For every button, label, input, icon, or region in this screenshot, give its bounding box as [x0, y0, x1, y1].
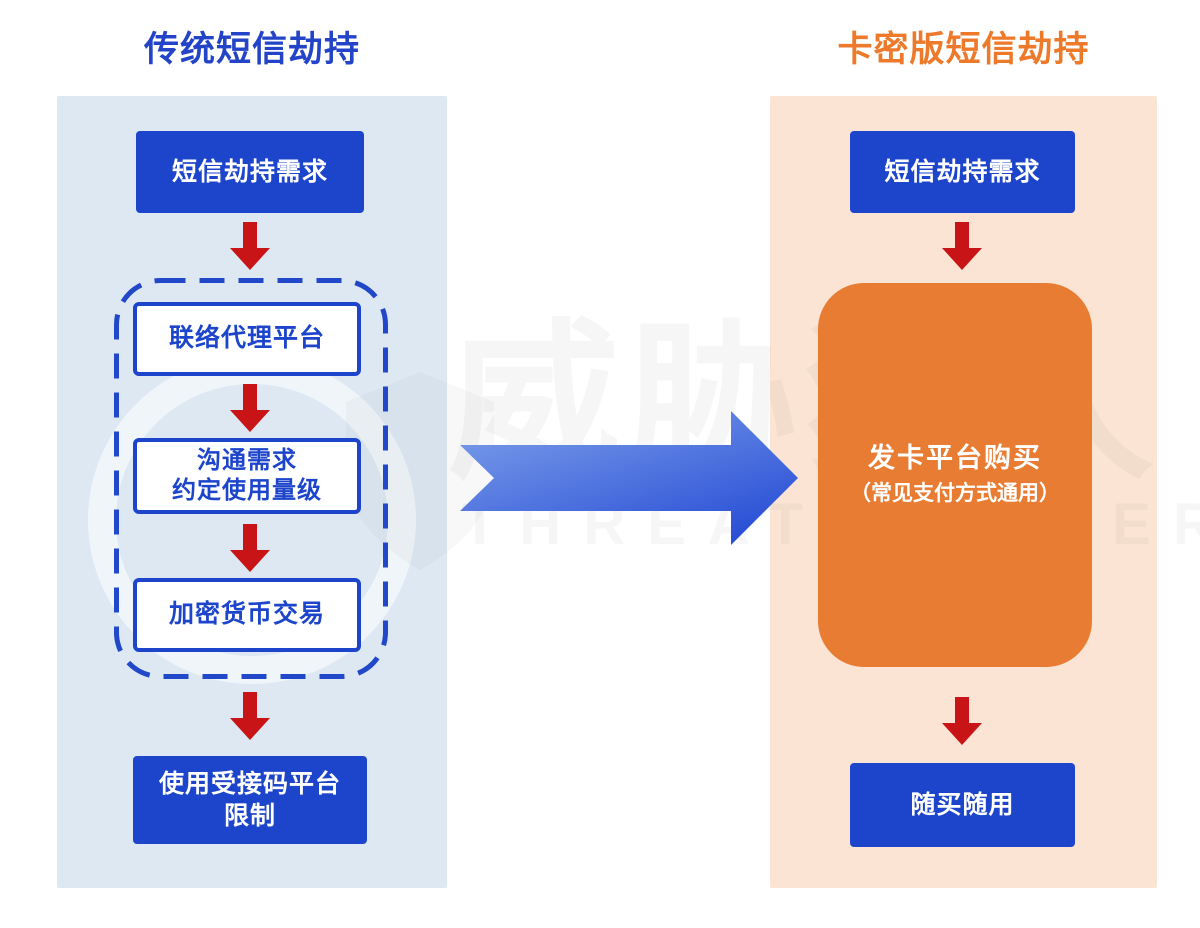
- right-end-node-label: 随买随用: [910, 790, 1015, 819]
- left-start-node-label: 短信劫持需求: [171, 157, 328, 186]
- left-step1-label: 联络代理平台: [168, 324, 325, 353]
- flow-transition-arrow-icon: [460, 411, 798, 545]
- left-start-node: 短信劫持需求: [136, 131, 364, 213]
- down-arrow-icon: [942, 697, 982, 745]
- left-end-line2: 限制: [223, 802, 276, 830]
- left-step-contact-agent-node: 联络代理平台: [133, 302, 361, 376]
- left-end-line1: 使用受接码平台: [158, 769, 341, 798]
- right-flow-title: 卡密版短信劫持: [837, 29, 1090, 69]
- down-arrow-icon: [942, 222, 982, 270]
- down-arrow-icon: [230, 384, 270, 432]
- right-start-node: 短信劫持需求: [850, 131, 1075, 213]
- left-end-node: 使用受接码平台 限制: [133, 756, 367, 844]
- left-step3-label: 加密货币交易: [168, 600, 325, 629]
- left-step2-line1: 沟通需求: [197, 447, 297, 474]
- left-step-negotiate-node: 沟通需求 约定使用量级: [133, 438, 361, 514]
- right-main-line1: 发卡平台购买: [868, 443, 1042, 474]
- down-arrow-icon: [230, 222, 270, 270]
- left-flow-title: 传统短信劫持: [143, 29, 360, 69]
- left-step2-line2: 约定使用量级: [172, 477, 322, 504]
- right-main-line2: （常见支付方式通用）: [850, 482, 1060, 506]
- left-step-crypto-trade-node: 加密货币交易: [133, 578, 361, 652]
- right-start-node-label: 短信劫持需求: [884, 157, 1041, 186]
- right-end-node: 随买随用: [850, 763, 1075, 847]
- down-arrow-icon: [230, 524, 270, 572]
- right-main-purchase-node: 发卡平台购买 （常见支付方式通用）: [818, 283, 1092, 667]
- down-arrow-icon: [230, 692, 270, 740]
